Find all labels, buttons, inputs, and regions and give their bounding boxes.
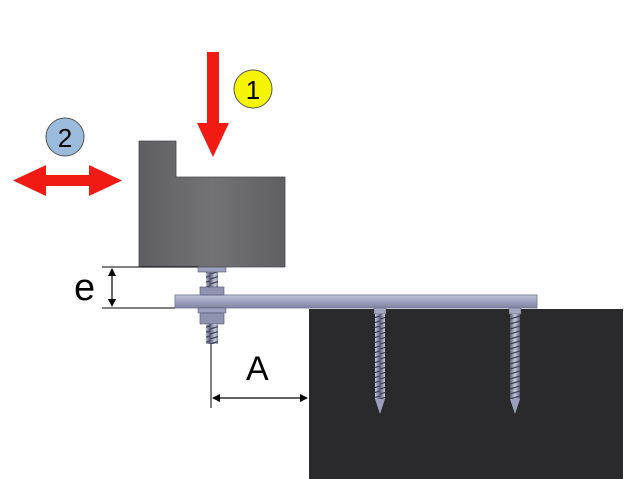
dimension-a [210, 344, 308, 408]
arrow-down-icon [197, 52, 229, 157]
screw-left [373, 305, 387, 414]
badge-force-1: 1 [233, 69, 273, 109]
screw-right [508, 305, 522, 414]
badge-force-1-label: 1 [246, 75, 260, 105]
bearing-block [138, 140, 286, 268]
dimension-a-label: A [246, 350, 269, 388]
badge-force-2-label: 2 [58, 123, 72, 153]
substrate-block [309, 309, 623, 479]
adjustment-bolt [197, 265, 227, 344]
dimension-e [102, 266, 198, 309]
dimension-e-label: e [74, 267, 95, 309]
double-arrow-horizontal-icon [13, 165, 122, 196]
base-plate [174, 294, 538, 309]
badge-force-2: 2 [45, 117, 85, 157]
